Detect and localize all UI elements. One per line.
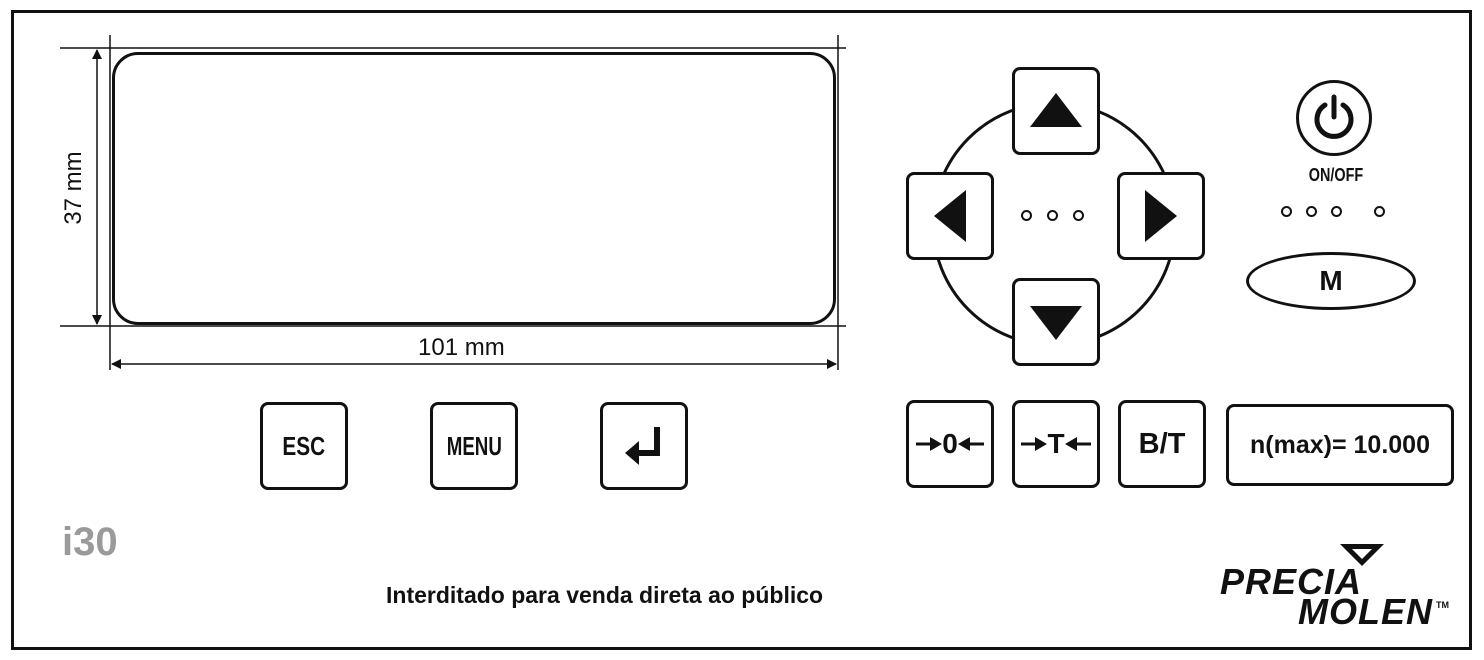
brand-line-2: MOLEN bbox=[1298, 591, 1433, 632]
power-label: ON/OFF bbox=[1286, 165, 1386, 186]
arrow-left-small-icon bbox=[1064, 437, 1091, 451]
power-icon bbox=[1314, 94, 1354, 139]
tare-key-label: T bbox=[1047, 428, 1065, 459]
arrow-right-small-icon bbox=[1021, 437, 1048, 451]
nav-dot bbox=[1047, 210, 1058, 221]
up-arrow-key[interactable] bbox=[1012, 67, 1100, 155]
bt-key-label: B/T bbox=[1138, 427, 1186, 460]
down-arrow-key[interactable] bbox=[1012, 278, 1100, 366]
brand-trademark: TM bbox=[1436, 600, 1449, 610]
esc-key[interactable]: ESC bbox=[260, 402, 348, 490]
nav-dot bbox=[1073, 210, 1084, 221]
esc-key-label: ESC bbox=[282, 430, 326, 461]
enter-key[interactable] bbox=[600, 402, 688, 490]
menu-key-label: MENU bbox=[446, 430, 502, 461]
status-led bbox=[1281, 206, 1292, 217]
sales-notice: Interditado para venda direta ao público bbox=[386, 582, 824, 608]
arrow-left-icon bbox=[934, 190, 966, 242]
enter-icon bbox=[625, 427, 660, 465]
zero-key[interactable]: 0 bbox=[906, 400, 994, 488]
width-dimension-label: 101 mm bbox=[418, 334, 505, 361]
right-arrow-key[interactable] bbox=[1117, 172, 1205, 260]
menu-key[interactable]: MENU bbox=[430, 402, 518, 490]
left-arrow-key[interactable] bbox=[906, 172, 994, 260]
bt-key[interactable]: B/T bbox=[1118, 400, 1206, 488]
arrow-right-icon bbox=[1145, 190, 1177, 242]
capacity-label-box: n(max)= 10.000 bbox=[1226, 404, 1454, 486]
zero-key-label: 0 bbox=[942, 428, 958, 459]
capacity-label-text: n(max)= 10.000 bbox=[1250, 430, 1430, 459]
arrow-up-icon bbox=[1030, 93, 1082, 127]
status-led bbox=[1331, 206, 1342, 217]
status-led bbox=[1374, 206, 1385, 217]
power-label-text: ON/OFF bbox=[1308, 165, 1364, 185]
mode-key[interactable]: M bbox=[1246, 252, 1416, 310]
arrow-left-small-icon bbox=[957, 437, 984, 451]
status-led bbox=[1306, 206, 1317, 217]
nav-dot bbox=[1021, 210, 1032, 221]
brand-logo: PRECIA MOLEN TM bbox=[1212, 540, 1464, 640]
height-dimension-label: 37 mm bbox=[60, 151, 87, 225]
brand-line-1: PRECIA bbox=[1220, 561, 1363, 602]
arrow-down-icon bbox=[1030, 306, 1082, 340]
triangle-icon bbox=[1340, 544, 1384, 566]
arrow-right-small-icon bbox=[916, 437, 943, 451]
tare-key[interactable]: T bbox=[1012, 400, 1100, 488]
model-name: i30 bbox=[62, 520, 118, 564]
display-screen bbox=[112, 52, 836, 325]
power-button[interactable] bbox=[1296, 80, 1372, 156]
mode-key-label: M bbox=[1319, 265, 1343, 296]
